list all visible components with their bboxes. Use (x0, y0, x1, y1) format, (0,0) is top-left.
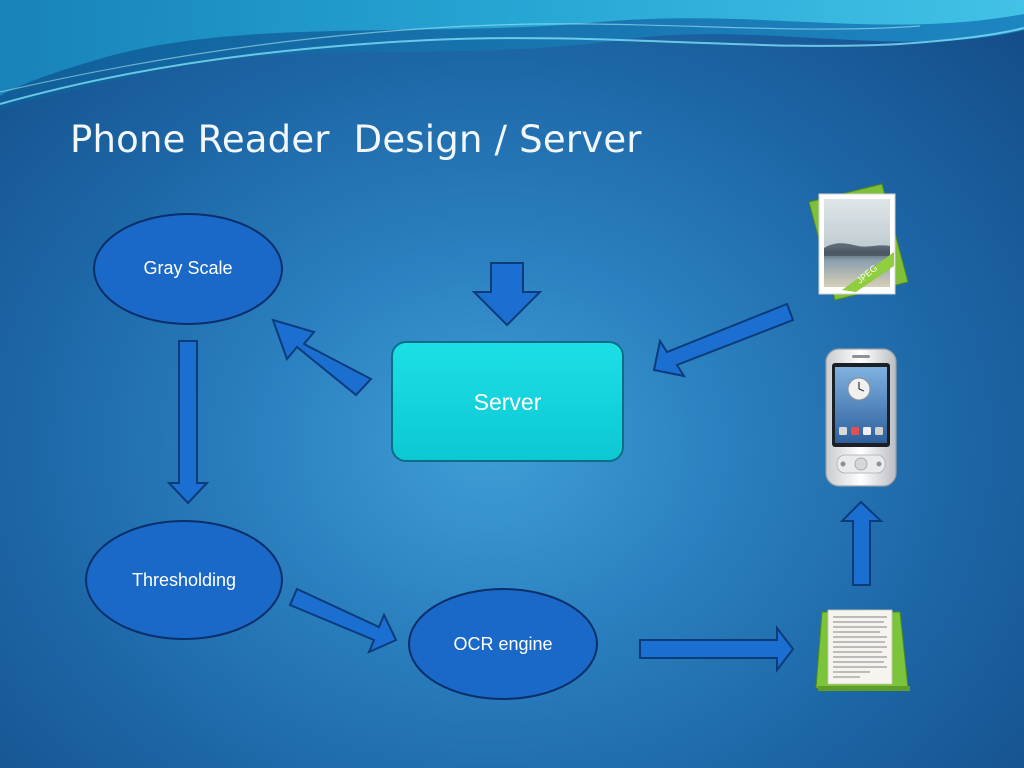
server-node (391, 341, 624, 462)
grayscale-node (93, 213, 283, 325)
ocr-engine-node (408, 588, 598, 700)
smartphone-icon (825, 348, 897, 487)
arrow-thresholding-to-ocr (288, 587, 398, 654)
arrow-grayscale-to-thresholding (166, 340, 210, 505)
arrow-image-to-server (652, 302, 795, 378)
grayscale-label: Gray Scale (143, 258, 233, 278)
thresholding-label: Thresholding (131, 570, 237, 590)
arrow-server-to-grayscale (271, 318, 373, 397)
jpeg-file-icon (808, 183, 909, 301)
header-wave-decoration (0, 0, 1024, 110)
slide-title: Phone Reader Design / Server (70, 118, 642, 161)
ocr-engine-label: OCR engine (453, 634, 553, 654)
arrow-ocr-to-document (639, 625, 795, 673)
arrow-document-to-phone (839, 500, 884, 586)
server-label: Server (473, 389, 542, 415)
thresholding-node (85, 520, 283, 640)
arrow-to-server (471, 262, 543, 327)
text-document-icon (815, 609, 910, 691)
